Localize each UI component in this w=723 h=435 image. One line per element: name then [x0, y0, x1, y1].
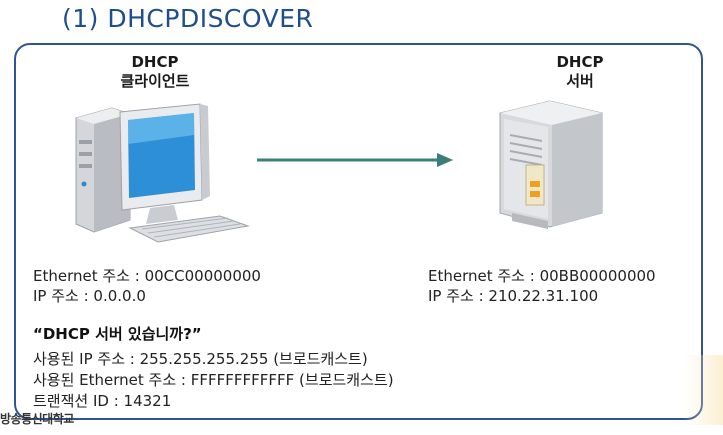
packet-details: 사용된 IP 주소 : 255.255.255.255 (브로드캐스트) 사용된…	[33, 349, 394, 412]
diagram-title: (1) DHCPDISCOVER	[62, 4, 314, 33]
client-label-line2: 클라이언트	[120, 72, 190, 90]
detail-transaction-id: 트랜잭션 ID : 14321	[33, 392, 172, 410]
decorative-corner	[683, 355, 723, 425]
server-label-line1: DHCP	[556, 53, 604, 71]
footer-logo-text: 방송통신대학교	[0, 412, 74, 426]
server-info: Ethernet 주소 : 00BB00000000 IP 주소 : 210.2…	[428, 266, 656, 306]
server-icon	[499, 100, 603, 229]
server-ethernet: Ethernet 주소 : 00BB00000000	[428, 267, 656, 285]
client-ip: IP 주소 : 0.0.0.0	[33, 287, 146, 305]
client-computer-icon	[75, 103, 250, 243]
client-info: Ethernet 주소 : 00CC00000000 IP 주소 : 0.0.0…	[33, 266, 261, 306]
diagram-panel	[14, 43, 703, 420]
server-label: DHCP 서버	[545, 53, 615, 91]
detail-ip: 사용된 IP 주소 : 255.255.255.255 (브로드캐스트)	[33, 350, 368, 368]
discover-message: “DHCP 서버 있습니까?”	[33, 325, 202, 343]
server-ip: IP 주소 : 210.22.31.100	[428, 287, 599, 305]
client-label-line1: DHCP	[131, 53, 179, 71]
detail-ethernet: 사용된 Ethernet 주소 : FFFFFFFFFFFF (브로드캐스트)	[33, 371, 394, 389]
client-label: DHCP 클라이언트	[100, 53, 210, 91]
discover-arrow-icon	[257, 153, 453, 167]
server-label-line2: 서버	[566, 72, 594, 90]
client-ethernet: Ethernet 주소 : 00CC00000000	[33, 267, 261, 285]
